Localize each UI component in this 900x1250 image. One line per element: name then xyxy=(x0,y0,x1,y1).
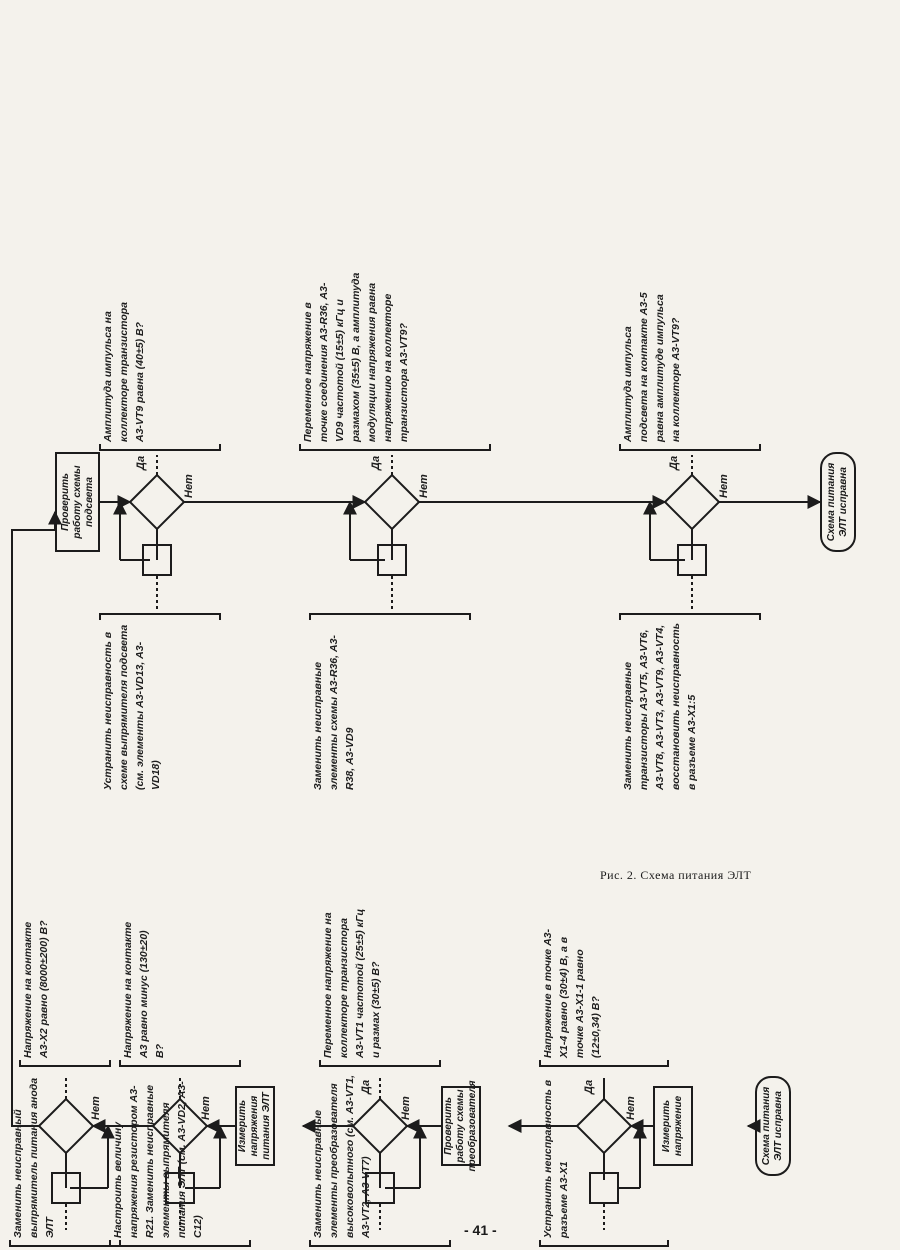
page-number: - 41 - xyxy=(464,1222,497,1238)
condition-note-3: Напряжение на контакте А3 равно минус (1… xyxy=(122,921,166,1058)
decision-diamond-2 xyxy=(351,1097,409,1155)
action-box-7 xyxy=(677,544,707,576)
check-backlight-box: Проверить работу схемы подсвета xyxy=(55,452,100,552)
decision-diamond-1 xyxy=(575,1097,633,1155)
yes-label-5: Да xyxy=(135,455,147,470)
action-box-6 xyxy=(377,544,407,576)
yes-label-6: Да xyxy=(370,455,382,470)
action-note-6: Заменить неисправные элементы схемы А3-R… xyxy=(312,635,356,790)
action-note-2: Заменить неисправные элементы преобразов… xyxy=(312,1074,372,1238)
action-note-4: Заменить неисправный выпрямитель питания… xyxy=(12,1077,56,1238)
action-note-3: Настроить величину напряжения резистором… xyxy=(112,1081,204,1238)
yes-label-7: Да xyxy=(668,455,680,470)
action-note-5: Заменить неисправные транзисторы А3-VT5,… xyxy=(622,623,698,790)
start-terminator: Схема питания ЭЛТ исправна xyxy=(755,1076,791,1176)
no-label-7: Нет xyxy=(718,474,730,498)
action-note-7: Устранить неисправность в схеме выпрямит… xyxy=(102,624,162,790)
condition-note-6: Переменное напряжение в точке соединения… xyxy=(302,272,410,442)
no-label-6: Нет xyxy=(418,474,430,498)
condition-note-7: Амплитуда импульса подсвета на контакте … xyxy=(622,292,682,442)
condition-note-5: Амплитуда импульса на коллекторе транзис… xyxy=(102,301,146,442)
no-label-5: Нет xyxy=(183,474,195,498)
condition-note-2: Переменное напряжение на коллекторе тран… xyxy=(322,908,382,1058)
decision-diamond-3 xyxy=(151,1097,209,1155)
decision-diamond-6 xyxy=(363,473,421,531)
action-box-5 xyxy=(142,544,172,576)
decision-diamond-4 xyxy=(37,1097,95,1155)
decision-diamond-5 xyxy=(128,473,186,531)
decision-diamond-7 xyxy=(663,473,721,531)
end-terminator: Схема питания ЭЛТ исправна xyxy=(820,452,856,552)
condition-note-1: Напряжение в точке А3-Х1-4 равно (30±4) … xyxy=(542,929,602,1058)
condition-note-4: Напряжение на контакте А3-Х2 равно (8000… xyxy=(22,920,50,1059)
action-note-1: Устранить неисправность в разъеме А3-Х1 xyxy=(542,1079,570,1238)
edge-d4-check-backlight xyxy=(11,510,62,1127)
figure-caption: Рис. 2. Схема питания ЭЛТ xyxy=(600,868,752,882)
